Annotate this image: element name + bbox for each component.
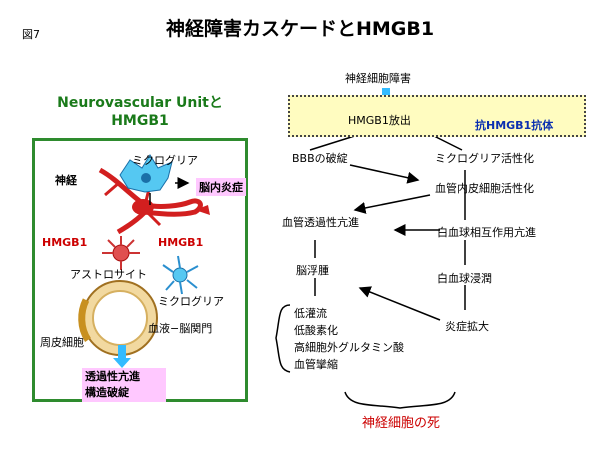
left-title-line1: Neurovascular Unitと [57,95,223,111]
outcome-line2: 構造破綻 [85,386,129,399]
label-astrocyte: アストロサイト [70,268,147,281]
label-hmgb1-left: HMGB1 [42,236,88,249]
outcome-line1: 透過性亢進 [85,370,140,383]
astrocyte-illustration [102,236,140,270]
label-microglia-top: ミクログリア [132,154,198,167]
neuron-illustration [98,167,210,235]
flow-endothelial: 血管内皮細胞活性化 [435,182,534,195]
flow-hmgb1-release: HMGB1放出 [348,114,411,127]
hypo-item: 高細胞外グルタミン酸 [294,341,404,354]
page-title: 神経障害カスケードとHMGB1 [165,18,435,40]
left-panel-title: Neurovascular Unitと HMGB1 [40,94,240,130]
label-microglia-bottom: ミクログリア [158,295,224,308]
label-shinkei: 神経 [55,174,77,187]
microglia-right-illustration [162,255,199,295]
flow-top: 神経細胞障害 [345,72,411,85]
flow-hypo-list: 低灌流 低酸素化 高細胞外グルタミン酸 血管攣縮 [294,305,404,373]
flow-inflammation-extension: 炎症拡大 [445,320,489,333]
flow-bbb-break: BBBの破綻 [292,152,348,165]
hypo-item: 低灌流 [294,307,327,320]
hypo-item: 血管攣縮 [294,358,338,371]
flow-leukocyte-interaction: 白血球相互作用亢進 [437,226,536,239]
flow-leukocyte-infiltration: 白血球浸潤 [437,272,492,285]
hypo-item: 低酸素化 [294,324,338,337]
flow-edema: 脳浮腫 [296,264,329,277]
microglia-top-illustration [119,154,173,193]
label-hmgb1-right: HMGB1 [158,236,204,249]
flow-antibody: 抗HMGB1抗体 [475,119,554,132]
label-pericyte: 周皮細胞 [40,336,84,349]
blood-vessel-illustration [78,280,158,356]
label-bbb: 血液−脳関門 [148,322,213,335]
hmgb1-release-box [288,95,586,137]
figure-label: 図7 [22,28,40,41]
flow-microglia-activation: ミクログリア活性化 [435,152,534,165]
flow-neuron-death: 神経細胞の死 [362,416,441,431]
flow-permeability: 血管透過性亢進 [282,216,359,229]
label-inflammation: 脳内炎症 [196,178,246,196]
left-title-line2: HMGB1 [111,113,169,129]
outcome-box: 透過性亢進 構造破綻 [82,368,166,402]
